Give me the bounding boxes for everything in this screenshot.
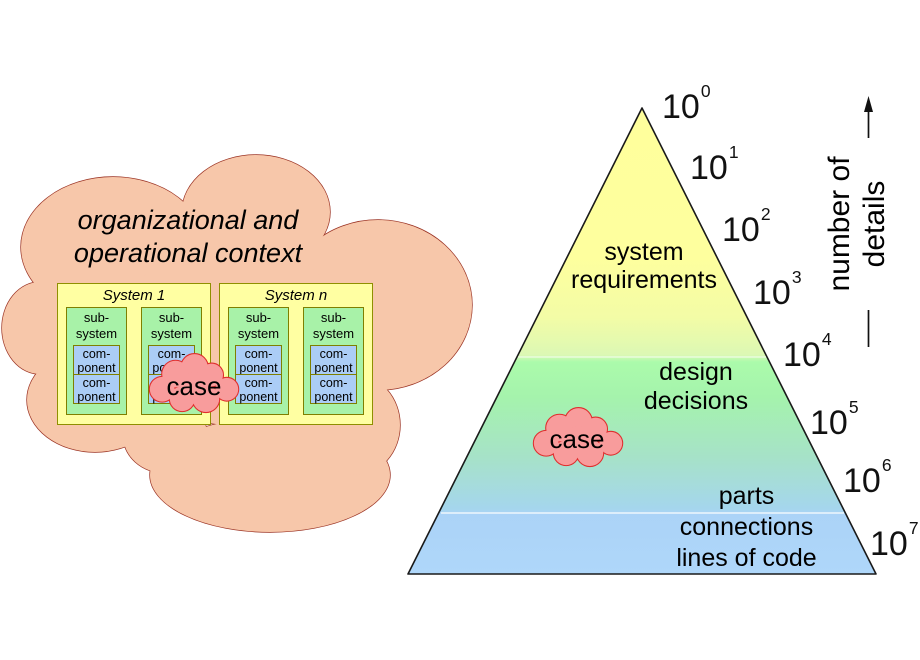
tick-10e5: 105 xyxy=(810,397,859,445)
tick-base: 10 xyxy=(870,525,908,563)
system-n-box: System n sub- system com- ponent com- po… xyxy=(219,283,373,425)
tick-exponent: 7 xyxy=(908,518,919,538)
tick-10e7: 107 xyxy=(870,518,919,566)
pyramid-level-parts-connections-code: parts connections lines of code xyxy=(676,482,817,572)
component-box: com- ponent xyxy=(310,345,357,375)
subsystem-box: sub- system com- ponent com- ponent xyxy=(66,307,127,415)
tick-exponent: 3 xyxy=(791,267,802,287)
tick-exponent: 4 xyxy=(821,329,832,349)
tick-base: 10 xyxy=(810,404,848,442)
tick-base: 10 xyxy=(783,336,821,374)
tick-exponent: 5 xyxy=(848,397,859,417)
tick-exponent: 1 xyxy=(728,142,739,162)
tick-10e0: 100 xyxy=(662,81,711,129)
system-n-title: System n xyxy=(264,287,328,304)
tick-10e6: 106 xyxy=(843,455,892,503)
tick-base: 10 xyxy=(690,149,728,187)
component-box: com- ponent xyxy=(73,374,120,404)
subsystem-label: sub- system xyxy=(237,310,280,341)
tick-10e2: 102 xyxy=(722,204,771,252)
tick-10e1: 101 xyxy=(690,142,739,190)
component-box: com- ponent xyxy=(310,374,357,404)
context-cloud-title: organizational and operational context xyxy=(73,205,303,268)
axis-label-number-of-details: number of details xyxy=(823,156,891,292)
subsystem-label: sub- system xyxy=(150,310,193,341)
pyramid-level-design-decisions: design decisions xyxy=(643,358,749,415)
up-arrow-icon xyxy=(864,96,873,347)
tick-10e4: 104 xyxy=(783,329,832,377)
case-cloud-pyramid xyxy=(532,407,624,468)
tick-base: 10 xyxy=(722,211,760,249)
system-1-title: System 1 xyxy=(102,287,166,304)
case-cloud-context xyxy=(148,353,240,414)
pyramid-level-system-requirements: system requirements xyxy=(571,238,717,294)
case-label-pyramid: case xyxy=(549,424,605,454)
tick-base: 10 xyxy=(843,462,881,500)
subsystem-box: sub- system com- ponent com- ponent xyxy=(303,307,364,415)
component-box: com- ponent xyxy=(235,345,282,375)
tick-exponent: 0 xyxy=(700,81,711,101)
subsystem-box: sub- system com- ponent com- ponent xyxy=(228,307,289,415)
details-pyramid xyxy=(407,107,877,575)
component-box: com- ponent xyxy=(235,374,282,404)
case-label-context: case xyxy=(166,371,222,401)
tick-base: 10 xyxy=(753,274,791,312)
subsystem-label: sub- system xyxy=(75,310,118,341)
tick-base: 10 xyxy=(662,88,700,126)
tick-10e3: 103 xyxy=(753,267,802,315)
tick-exponent: 2 xyxy=(760,204,771,224)
component-box: com- ponent xyxy=(73,345,120,375)
subsystem-label: sub- system xyxy=(312,310,355,341)
tick-exponent: 6 xyxy=(881,455,892,475)
